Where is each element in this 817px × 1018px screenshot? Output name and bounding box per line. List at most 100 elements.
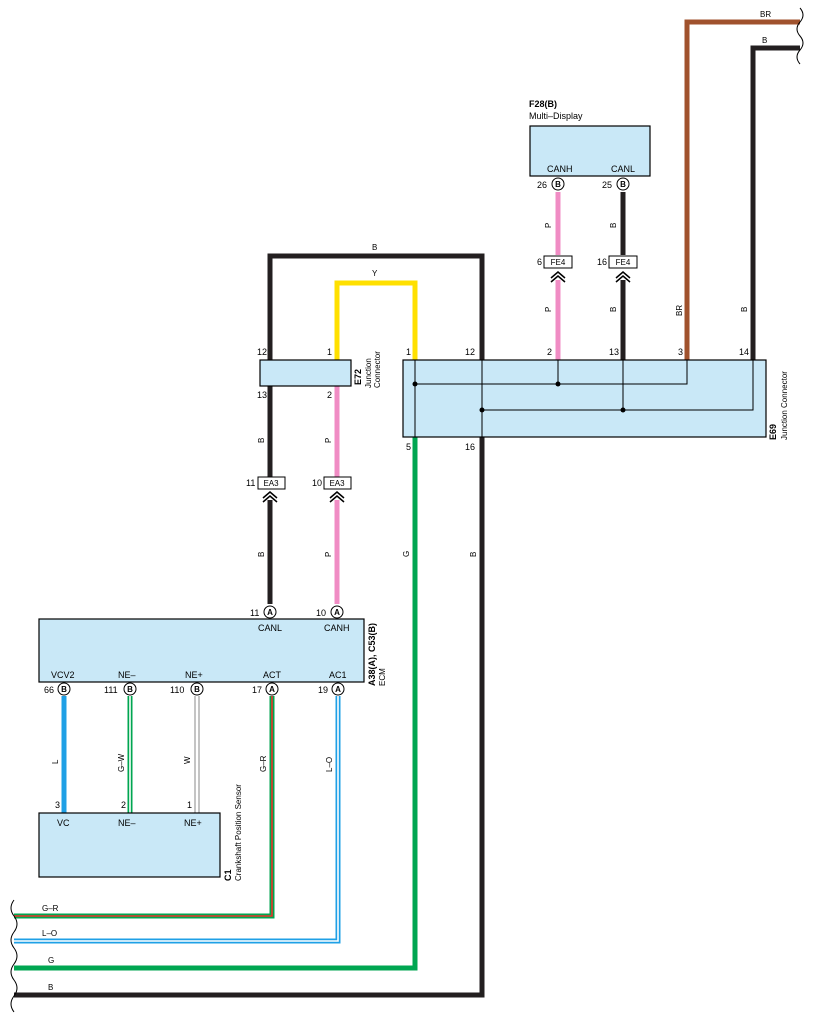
ecm-pin-canl: 11 — [250, 608, 259, 618]
e69-id: E69 — [768, 424, 778, 440]
ecm-conn-b1: B — [61, 685, 67, 694]
c1-pin-1: 1 — [187, 800, 192, 810]
label-b-fe4-upper: B — [609, 223, 618, 228]
ea3-right-label: EA3 — [329, 479, 345, 488]
ea3-connector-left: 11 EA3 — [246, 476, 286, 503]
c1-pin-3: 3 — [55, 800, 60, 810]
fe4-connector-right: 16 FE4 — [597, 255, 638, 283]
ecm-pin-ac1: 19 — [318, 685, 328, 695]
ecm-name: ECM — [378, 668, 387, 686]
label-gw: G–W — [117, 753, 126, 772]
label-b-vertical: B — [740, 307, 749, 312]
label-y-loop: Y — [372, 269, 378, 278]
ecm-ne-plus: NE+ — [185, 670, 203, 680]
c1-pin-2: 2 — [121, 800, 126, 810]
ecm-id: A38(A), C53(B) — [367, 623, 377, 686]
break-left — [10, 899, 18, 1013]
label-br-vertical: BR — [675, 305, 684, 316]
f28-name: Multi–Display — [529, 111, 583, 121]
e69-pin-2: 2 — [547, 347, 552, 357]
e69-pin-14: 14 — [739, 347, 749, 357]
ecm-conn-a4: A — [335, 685, 341, 694]
f28-canl: CANL — [611, 164, 635, 174]
e69-pin-13: 13 — [609, 347, 619, 357]
label-b-e72-lower: B — [257, 438, 266, 443]
e72-pin-12: 12 — [257, 347, 267, 357]
e69-name: Junction Connector — [780, 371, 789, 440]
e72-name2: Connector — [373, 351, 382, 388]
e69-pin-1: 1 — [406, 347, 411, 357]
label-p-fe4-lower: P — [544, 307, 553, 312]
ecm-canh: CANH — [324, 623, 350, 633]
label-p-ecm-canh: P — [324, 552, 333, 557]
wire-g — [14, 437, 418, 971]
ecm-act: ACT — [263, 670, 282, 680]
label-p-fe4-upper: P — [544, 223, 553, 228]
e72-junction-connector: 12 1 13 2 E72 Junction Connector — [257, 347, 382, 400]
label-gr-vertical: G–R — [259, 755, 268, 772]
ecm-conn-a1: A — [267, 608, 273, 617]
crankshaft-position-sensor: 3 2 1 VC NE– NE+ C1 Crankshaft Position … — [38, 784, 243, 881]
e72-id: E72 — [353, 369, 363, 385]
c1-vc: VC — [57, 818, 70, 828]
ecm-ac1: AC1 — [329, 670, 347, 680]
multi-display: F28(B) Multi–Display CANH CANL 26 B 25 B — [529, 99, 651, 191]
label-p-e72-lower: P — [324, 438, 333, 443]
label-l: L — [51, 759, 60, 764]
wire-b-bottom — [14, 437, 485, 998]
label-b-fe4-lower: B — [609, 307, 618, 312]
c1-ne-minus: NE– — [118, 818, 136, 828]
fe4-connector-left: 6 FE4 — [537, 255, 573, 283]
label-b-top: B — [762, 36, 767, 45]
wire-b-top — [750, 45, 800, 360]
ea3-right-pin: 10 — [312, 478, 322, 488]
break-right — [796, 7, 804, 65]
ecm-pin-act: 17 — [252, 685, 262, 695]
e69-pin-3: 3 — [678, 347, 683, 357]
label-w: W — [183, 756, 192, 764]
f28-pin-canl: 25 — [602, 180, 612, 190]
fe4-right-pin: 16 — [597, 257, 607, 267]
ecm-pin-neminus: 111 — [104, 685, 118, 695]
e69-pin-16: 16 — [465, 442, 475, 452]
e69-pin-12: 12 — [465, 347, 475, 357]
wire-b-loop — [267, 253, 485, 360]
ecm-pin-canh: 10 — [316, 608, 326, 618]
ecm-conn-a3: A — [269, 685, 275, 694]
c1-ne-plus: NE+ — [184, 818, 202, 828]
label-g-vertical: G — [402, 551, 411, 557]
wire-lo-stripe — [14, 696, 339, 942]
fe4-left-pin: 6 — [537, 257, 542, 267]
wire-br-top — [684, 19, 800, 360]
label-b-ecm-canl: B — [257, 552, 266, 557]
ecm-conn-a2: A — [334, 608, 340, 617]
fe4-left-label: FE4 — [551, 258, 566, 267]
ecm-pin-neplus: 110 — [170, 685, 184, 695]
wire-y-loop — [334, 280, 418, 360]
ecm: 11 A 10 A CANL CANH VCV2 NE– NE+ ACT AC1… — [38, 605, 387, 696]
e72-name1: Junction — [364, 358, 373, 388]
ecm-ne-minus: NE– — [118, 670, 136, 680]
label-b-vertical-lower: B — [469, 552, 478, 557]
label-lo-vertical: L–O — [325, 757, 334, 772]
ecm-conn-b3: B — [194, 685, 200, 694]
fe4-right-label: FE4 — [616, 258, 631, 267]
label-gr-bottom: G–R — [42, 904, 59, 913]
f28-pin-canh: 26 — [537, 180, 547, 190]
ecm-vcv2: VCV2 — [51, 670, 75, 680]
e69-pin-5: 5 — [406, 442, 411, 452]
e72-pin-1: 1 — [327, 347, 332, 357]
ea3-left-label: EA3 — [263, 479, 279, 488]
e72-pin-2: 2 — [327, 390, 332, 400]
ea3-left-pin: 11 — [246, 478, 255, 488]
f28-conn-b2: B — [620, 180, 626, 189]
label-br-top: BR — [760, 10, 771, 19]
label-g-bottom: G — [48, 956, 54, 965]
label-lo-bottom: L–O — [42, 929, 57, 938]
ea3-connector-right: 10 EA3 — [312, 476, 352, 503]
e72-pin-13: 13 — [257, 390, 267, 400]
c1-id: C1 — [223, 869, 233, 881]
ecm-pin-vcv2: 66 — [44, 685, 54, 695]
f28-conn-b1: B — [555, 180, 561, 189]
label-b-bottom: B — [48, 983, 53, 992]
